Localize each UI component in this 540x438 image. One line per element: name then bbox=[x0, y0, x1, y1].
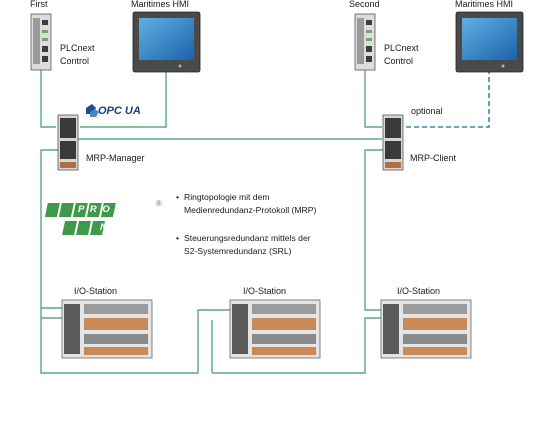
io-station-2-label: I/O-Station bbox=[243, 286, 287, 296]
switch-mrp-client bbox=[382, 114, 404, 171]
plc-first-label-line2: Control bbox=[60, 56, 90, 66]
bullet-dot: • bbox=[176, 192, 180, 202]
hmi-second-title: Maritimes HMI bbox=[455, 0, 513, 9]
plc-second-label-line2: Control bbox=[384, 56, 414, 66]
io-station-2-device bbox=[229, 299, 321, 359]
switch-mrp-manager bbox=[57, 114, 79, 171]
plc-second-label-line1: PLCnext bbox=[384, 43, 419, 53]
profinet-registered-mark: ® bbox=[156, 199, 162, 208]
optional-dashed-link bbox=[406, 72, 490, 128]
plc-first-title: First bbox=[30, 0, 48, 9]
ring-io2-io3-line bbox=[212, 317, 382, 374]
hmi-first-to-switch-line bbox=[80, 72, 167, 128]
optional-label: optional bbox=[411, 106, 443, 116]
ring-right-line bbox=[364, 149, 400, 311]
hmi-second-device bbox=[455, 11, 524, 73]
hmi-first-title: Maritimes HMI bbox=[131, 0, 189, 9]
io-station-1-label: I/O-Station bbox=[74, 286, 118, 296]
mrp-client-label: MRP-Client bbox=[410, 153, 457, 163]
io-station-3-device bbox=[380, 299, 472, 359]
opc-ua-logo bbox=[86, 104, 99, 117]
plc-second-to-switch-line bbox=[364, 70, 382, 128]
mrp-manager-label: MRP-Manager bbox=[86, 153, 145, 163]
bullet-dot: • bbox=[176, 233, 180, 243]
profinet-logo-bottom: NET bbox=[100, 222, 136, 233]
profinet-logo bbox=[44, 203, 116, 235]
connection-lines bbox=[40, 70, 400, 374]
io-station-3-label: I/O-Station bbox=[397, 286, 441, 296]
plc-first-label-line1: PLCnext bbox=[60, 43, 95, 53]
bullet-item-1: • Ringtopologie mit dem Medienredundanz-P… bbox=[176, 191, 316, 217]
bullet-1-line1: Ringtopologie mit dem bbox=[184, 192, 270, 202]
bullet-1-line2: Medienredundanz-Protokoll (MRP) bbox=[184, 205, 317, 215]
bullet-item-2: • Steuerungsredundanz mittels der S2-Syst… bbox=[176, 232, 311, 258]
profinet-logo-top: PROFI bbox=[78, 204, 136, 215]
bullet-2-line1: Steuerungsredundanz mittels der bbox=[184, 233, 311, 243]
plc-first-device bbox=[30, 13, 52, 71]
plc-first-to-switch-line bbox=[40, 70, 56, 128]
ring-left-line bbox=[40, 149, 240, 374]
opc-ua-logo-text: OPC UA bbox=[98, 105, 141, 117]
hmi-first-device bbox=[132, 11, 201, 73]
plc-second-title: Second bbox=[349, 0, 380, 9]
plc-second-device bbox=[354, 13, 376, 71]
bullet-2-line2: S2-Systemredundanz (SRL) bbox=[184, 246, 292, 256]
io-station-1-device bbox=[61, 299, 153, 359]
